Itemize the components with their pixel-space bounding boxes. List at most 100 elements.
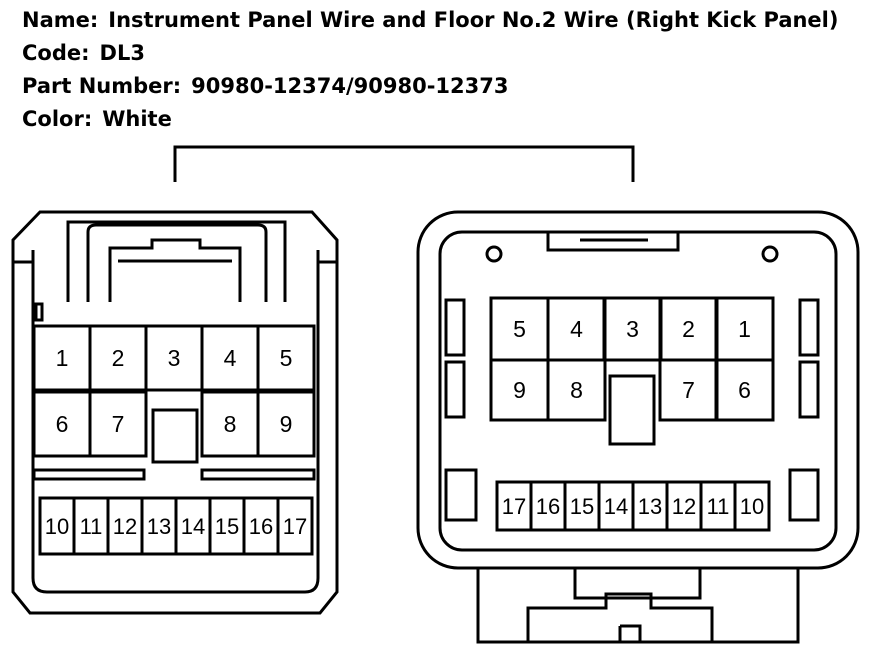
left-pin-label: 2	[112, 345, 125, 371]
connector-info: Name: Instrument Panel Wire and Floor No.…	[22, 4, 838, 136]
right-bottom-lock-slot	[618, 624, 642, 642]
code-label: Code:	[22, 41, 90, 65]
right-pin-12: 12	[665, 480, 703, 532]
name-label: Name:	[22, 8, 99, 32]
right-pin-label: 5	[513, 316, 526, 342]
right-pin-6: 6	[714, 358, 775, 422]
right-bottom-lock	[476, 568, 800, 644]
color-label: Color:	[22, 107, 93, 131]
right-pin-label: 12	[672, 494, 696, 519]
right-pin-9: 9	[489, 358, 550, 422]
right-pin-label: 7	[682, 377, 695, 403]
right-pin-label: 13	[638, 494, 662, 519]
right-pin-8: 8	[546, 358, 607, 422]
left-guide-key	[151, 408, 199, 464]
right-pin-label: 17	[502, 494, 526, 519]
right-pin-cavity	[714, 358, 775, 422]
right-side-slot-l2	[444, 360, 466, 419]
left-pin-14: 14	[174, 496, 212, 556]
left-latch-slot	[34, 302, 44, 322]
left-divider-bar-1	[32, 468, 146, 481]
left-pin-8: 8	[200, 390, 260, 458]
right-pin-16: 16	[529, 480, 567, 532]
color-row: Color: White	[22, 103, 838, 136]
right-pin-label: 2	[682, 316, 695, 342]
right-pin-label: 3	[626, 316, 639, 342]
left-pin-label: 10	[45, 514, 69, 539]
right-pin-label: 10	[740, 494, 764, 519]
left-top-lock-outer	[66, 220, 287, 302]
right-connector-housing	[416, 210, 860, 570]
right-pin-13: 13	[631, 480, 669, 532]
left-pin-label: 7	[112, 411, 125, 437]
left-pin-2: 2	[88, 324, 148, 392]
left-pin-9: 9	[256, 390, 316, 458]
left-pin-4: 4	[200, 324, 260, 392]
left-pin-label: 4	[224, 345, 237, 371]
right-pin-14: 14	[597, 480, 635, 532]
right-side-slot-l3	[444, 468, 478, 522]
part-number-value: 90980-12374/90980-12373	[191, 74, 509, 98]
left-pin-11: 11	[72, 496, 110, 556]
left-pin-label: 9	[280, 411, 293, 437]
right-side-slot-r1	[798, 298, 820, 357]
left-pin-1: 1	[32, 324, 92, 392]
right-pin-label: 6	[738, 377, 751, 403]
left-connector-housing	[11, 210, 339, 615]
left-pin-cavity	[256, 324, 316, 392]
right-housing-inner-wall	[438, 230, 838, 552]
right-pin-label: 16	[536, 494, 560, 519]
code-row: Code:DL3	[22, 37, 838, 70]
left-pin-label: 16	[249, 514, 273, 539]
left-divider-bar-2	[200, 468, 316, 481]
right-pin-5: 5	[489, 296, 550, 362]
right-top-latch-recess	[546, 232, 680, 252]
right-pin-2: 2	[658, 296, 719, 362]
part-number-label: Part Number:	[22, 74, 182, 98]
right-pin-11: 11	[699, 480, 737, 532]
part-number-row: Part Number: 90980-12374/90980-12373	[22, 70, 838, 103]
right-pin-15: 15	[563, 480, 601, 532]
left-top-lock-inner	[86, 223, 268, 302]
right-pin-cavity	[546, 358, 607, 422]
left-pin-17: 17	[276, 496, 314, 556]
right-side-slot-r3	[788, 468, 820, 522]
color-value: White	[102, 107, 172, 131]
right-pin-cavity	[733, 480, 771, 532]
name-row: Name: Instrument Panel Wire and Floor No.…	[22, 4, 838, 37]
right-pin-label: 15	[570, 494, 594, 519]
right-pin-label: 14	[604, 494, 628, 519]
left-pin-13: 13	[140, 496, 178, 556]
right-pin-label: 4	[570, 316, 583, 342]
right-pin-7: 7	[658, 358, 719, 422]
left-pin-cavity	[276, 496, 314, 556]
right-side-slot-l1	[444, 298, 466, 357]
right-pin-label: 11	[707, 494, 730, 519]
right-pin-17: 17	[495, 480, 533, 532]
right-pin-3: 3	[602, 296, 663, 362]
left-pin-5: 5	[256, 324, 316, 392]
left-pin-10: 10	[38, 496, 76, 556]
left-pin-cavity	[88, 390, 148, 458]
left-pin-label: 3	[168, 345, 181, 371]
right-pin-10: 10	[733, 480, 771, 532]
right-bottom-lock-inner	[573, 568, 702, 600]
left-pin-label: 14	[181, 514, 205, 539]
left-pin-7: 7	[88, 390, 148, 458]
left-pin-cavity	[256, 390, 316, 458]
left-lock-tab	[108, 238, 242, 302]
left-pin-3: 3	[144, 324, 204, 392]
name-value: Instrument Panel Wire and Floor No.2 Wir…	[108, 8, 839, 32]
left-pin-16: 16	[242, 496, 280, 556]
left-pin-15: 15	[208, 496, 246, 556]
left-pin-label: 6	[56, 411, 69, 437]
left-pin-6: 6	[32, 390, 92, 458]
right-guide-key	[608, 374, 656, 446]
left-housing-inner-wall	[31, 250, 320, 594]
right-pin-label: 1	[738, 316, 751, 342]
